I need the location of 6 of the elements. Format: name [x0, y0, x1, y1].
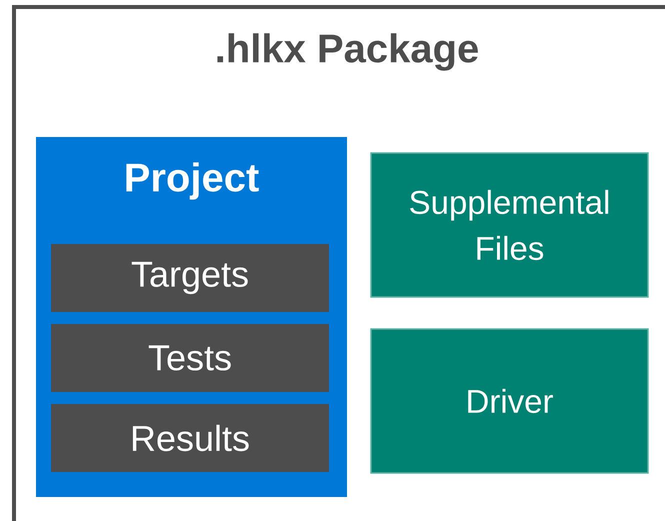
item-box: Tests	[51, 324, 329, 392]
file-box: Driver	[370, 328, 649, 474]
file-box: Supplemental Files	[370, 152, 649, 298]
item-box: Targets	[51, 244, 329, 312]
item-box: Results	[51, 404, 329, 472]
package-title: .hlkx Package	[217, 33, 478, 71]
